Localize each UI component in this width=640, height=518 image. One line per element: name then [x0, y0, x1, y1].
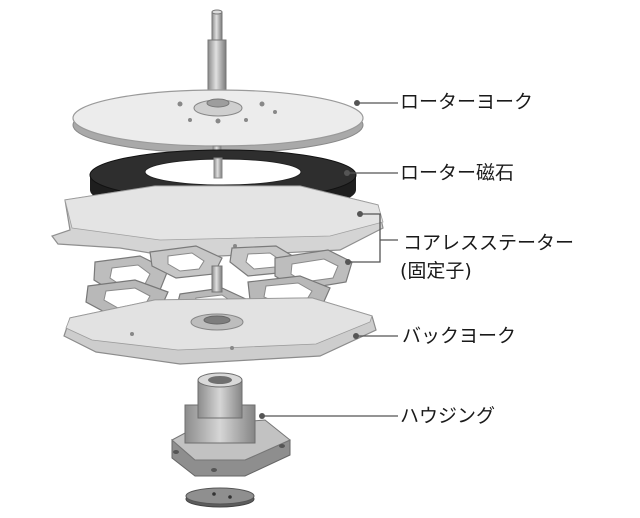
- bottom-plate: [185, 487, 255, 508]
- rotor-yoke: [72, 89, 364, 154]
- label-coreless-stator: コアレスステーター: [403, 232, 575, 254]
- back-yoke: [63, 297, 377, 365]
- rotor-shaft: [207, 9, 227, 93]
- coreless-stator-plate: [51, 185, 384, 259]
- housing: [171, 372, 291, 477]
- label-stator-sub: (固定子): [400, 260, 472, 282]
- leader-stator-bracket: [348, 213, 381, 263]
- label-back-yoke: バックヨーク: [402, 325, 517, 347]
- leader-lines: [259, 100, 398, 419]
- label-rotor-magnet: ローター磁石: [400, 162, 515, 184]
- coil: [149, 245, 223, 279]
- label-housing: ハウジング: [400, 405, 496, 427]
- label-rotor-yoke: ローターヨーク: [400, 91, 534, 113]
